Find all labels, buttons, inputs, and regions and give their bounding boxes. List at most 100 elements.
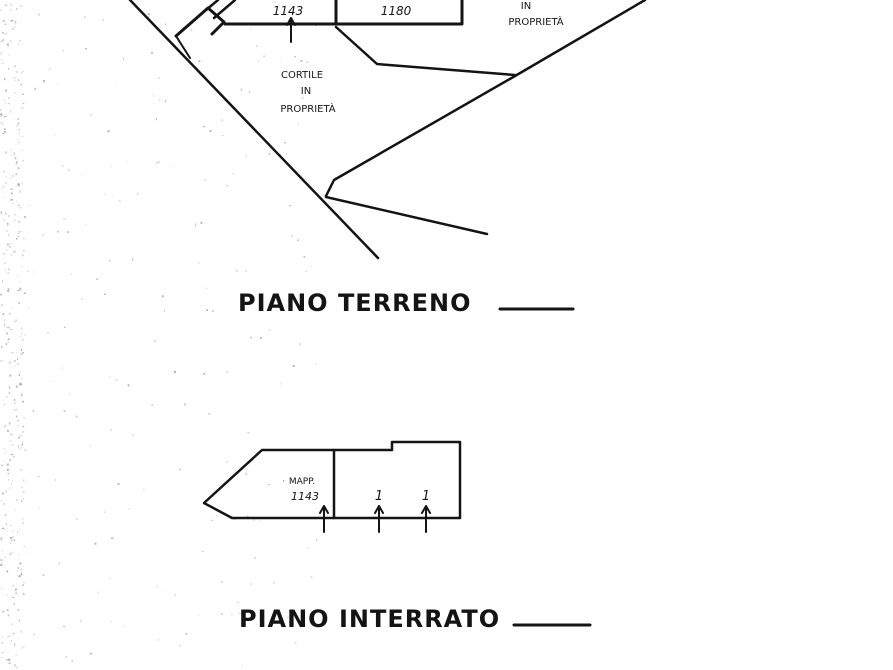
- noise-speck: [0, 317, 3, 319]
- noise-speck: [23, 238, 25, 240]
- noise-speck: [2, 171, 5, 173]
- noise-speck: [203, 373, 206, 375]
- noise-speck: [108, 577, 111, 579]
- noise-speck: [194, 223, 197, 226]
- noise-speck: [221, 612, 223, 615]
- noise-speck: [16, 125, 19, 127]
- noise-speck: [84, 16, 86, 19]
- diagonal-boundary: [128, 0, 380, 260]
- noise-speck: [12, 202, 14, 204]
- noise-speck: [12, 596, 15, 599]
- noise-speck: [15, 409, 18, 411]
- noise-speck: [0, 109, 1, 112]
- noise-speck: [287, 616, 289, 619]
- noise-speck: [8, 662, 11, 664]
- noise-speck: [1, 58, 3, 61]
- noise-speck: [8, 96, 10, 100]
- noise-speck: [21, 446, 23, 449]
- noise-speck: [2, 31, 4, 34]
- noise-speck: [13, 77, 15, 79]
- in-label-top: IN: [521, 1, 531, 12]
- noise-speck: [18, 553, 20, 556]
- noise-speck: [2, 38, 5, 42]
- noise-speck: [10, 188, 13, 190]
- noise-speck: [9, 392, 11, 394]
- noise-speck: [10, 253, 12, 255]
- noise-speck: [211, 519, 213, 522]
- noise-speck: [204, 179, 206, 181]
- noise-speck: [17, 236, 20, 238]
- noise-speck: [13, 214, 16, 216]
- noise-speck: [85, 224, 87, 226]
- noise-speck: [21, 500, 23, 503]
- noise-speck: [8, 392, 10, 394]
- noise-speck: [17, 143, 18, 145]
- noise-speck: [157, 161, 160, 163]
- noise-speck: [89, 114, 93, 116]
- noise-speck: [184, 403, 186, 406]
- noise-speck: [14, 92, 16, 94]
- noise-speck: [19, 281, 21, 283]
- noise-speck: [14, 359, 16, 362]
- noise-speck: [248, 91, 250, 93]
- noise-speck: [132, 434, 134, 437]
- noise-speck: [3, 79, 5, 81]
- noise-speck: [245, 472, 248, 475]
- noise-speck: [7, 43, 9, 45]
- noise-speck: [18, 190, 22, 193]
- noise-speck: [18, 575, 21, 578]
- noise-speck: [268, 329, 271, 331]
- noise-speck: [11, 352, 14, 354]
- noise-speck: [158, 77, 160, 79]
- noise-speck: [3, 253, 5, 255]
- noise-speck: [19, 206, 22, 209]
- noise-speck: [7, 243, 9, 246]
- noise-speck: [226, 9, 228, 10]
- noise-speck: [162, 295, 164, 298]
- noise-speck: [1, 635, 3, 638]
- noise-speck: [21, 486, 23, 489]
- noise-speck: [165, 100, 167, 102]
- noise-speck: [22, 70, 24, 73]
- noise-speck: [164, 23, 166, 25]
- noise-speck: [152, 95, 155, 97]
- noise-speck: [20, 393, 23, 395]
- noise-speck: [9, 245, 11, 248]
- notch-box: [204, 0, 237, 20]
- noise-speck: [255, 623, 257, 625]
- noise-speck: [3, 185, 5, 188]
- noise-speck: [9, 487, 11, 489]
- basement-outline: [202, 440, 462, 520]
- noise-speck: [7, 272, 9, 274]
- noise-speck: [4, 528, 7, 530]
- noise-speck: [1, 346, 3, 348]
- noise-speck: [103, 511, 106, 513]
- noise-speck: [0, 563, 3, 566]
- noise-speck: [23, 479, 25, 481]
- noise-speck: [115, 379, 118, 381]
- noise-speck: [12, 584, 14, 587]
- noise-speck: [226, 185, 229, 187]
- noise-speck: [15, 319, 17, 322]
- noise-speck: [303, 256, 306, 258]
- noise-speck: [11, 444, 14, 446]
- noise-speck: [18, 619, 21, 622]
- noise-speck: [291, 235, 293, 237]
- noise-speck: [216, 515, 218, 517]
- noise-speck: [20, 630, 22, 633]
- noise-speck: [97, 591, 99, 594]
- noise-speck: [104, 194, 106, 195]
- noise-speck: [294, 642, 297, 644]
- noise-speck: [258, 60, 259, 63]
- noise-speck: [22, 522, 24, 524]
- noise-speck: [221, 119, 223, 122]
- noise-speck: [10, 328, 13, 330]
- noise-speck: [4, 23, 7, 25]
- noise-speck: [7, 223, 9, 226]
- noise-speck: [6, 609, 9, 611]
- noise-speck: [16, 173, 18, 175]
- noise-speck: [32, 410, 35, 412]
- noise-speck: [6, 523, 8, 526]
- noise-speck: [21, 149, 23, 151]
- noise-speck: [22, 159, 25, 162]
